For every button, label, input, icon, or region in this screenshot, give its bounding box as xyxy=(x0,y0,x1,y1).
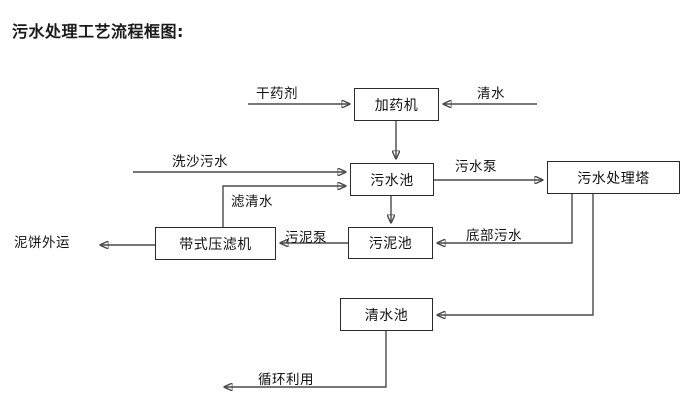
edge-label-sewage-pump: 污水泵 xyxy=(455,159,497,175)
edge-label-clean-water: 清水 xyxy=(477,86,505,102)
edge-label-sludge-pump: 污泥泵 xyxy=(285,230,327,246)
edge-label-sand-wash-sewage: 洗沙污水 xyxy=(172,154,228,170)
node-sewage-pool[interactable]: 污水池 xyxy=(350,163,434,196)
node-label: 加药机 xyxy=(374,97,419,114)
node-sludge-pool[interactable]: 污泥池 xyxy=(348,227,433,259)
node-label: 污泥池 xyxy=(368,236,413,252)
node-label: 污水处理塔 xyxy=(577,170,650,187)
edge-label-filtrate-water: 滤清水 xyxy=(231,194,273,210)
page-title: 污水处理工艺流程框图: xyxy=(12,22,184,41)
node-clear-water-pool[interactable]: 清水池 xyxy=(340,298,433,331)
node-sewage-treatment-tower[interactable]: 污水处理塔 xyxy=(547,161,680,194)
edge-label-bottom-sewage: 底部污水 xyxy=(466,228,522,244)
node-dosing-machine[interactable]: 加药机 xyxy=(354,88,439,121)
node-label: 污水池 xyxy=(370,172,414,189)
edge-tower-to-clear-pool xyxy=(437,194,594,315)
edge-label-recycle-use: 循环利用 xyxy=(258,372,314,388)
node-belt-filter-press[interactable]: 带式压滤机 xyxy=(155,227,276,260)
node-label: 带式压滤机 xyxy=(179,236,252,253)
edge-label-mud-cake-out: 泥饼外运 xyxy=(14,235,70,251)
node-label: 清水池 xyxy=(364,307,409,324)
edge-label-dry-agent: 干药剂 xyxy=(256,86,298,102)
